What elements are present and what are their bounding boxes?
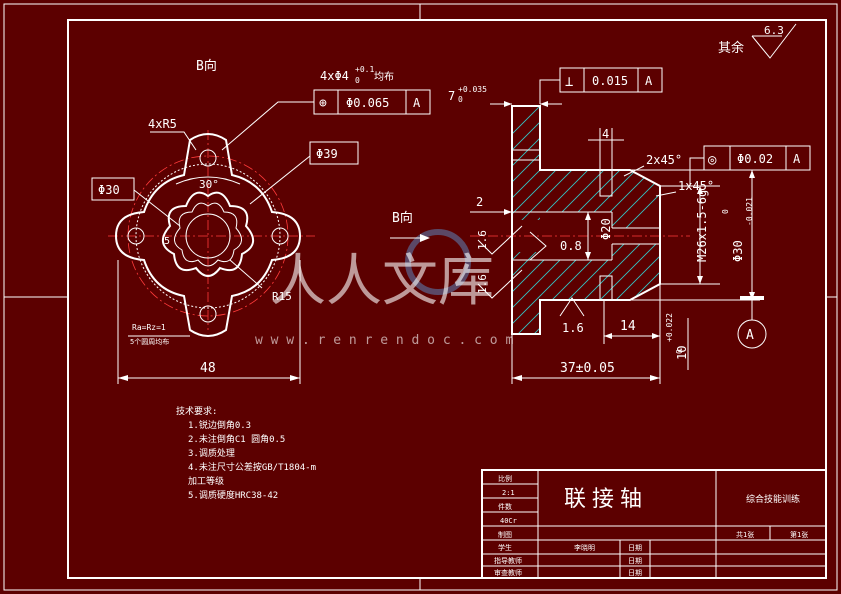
side-note: 5个圆周均布	[130, 337, 169, 346]
concentric-tol-datum: A	[793, 152, 801, 166]
radius-15-label: R15	[272, 290, 292, 303]
dia-30-tol-upper: 0	[721, 209, 730, 214]
tech-item-5: 加工等级	[188, 475, 224, 487]
view-arrow-label: B向	[392, 210, 413, 226]
concentric-tol-value: Φ0.02	[737, 152, 773, 166]
holes-note-prefix: 4xΦ4	[320, 69, 349, 83]
tech-item-3: 3.调质处理	[188, 447, 235, 459]
dim-10: 10	[675, 346, 689, 360]
dia-20: Φ20	[599, 218, 613, 240]
dia-39-label: Φ39	[316, 147, 338, 161]
holes-tol-upper: +0.1	[355, 65, 374, 74]
position-tol-value: Φ0.065	[346, 96, 389, 110]
title-block: 比例 2:1 件数 40Cr 联接轴 综合技能训练 共1张 第1张 制图 学生 …	[481, 469, 827, 579]
dia-30-shaft: Φ30	[731, 240, 745, 262]
angle-label: 30°	[199, 178, 219, 191]
perp-tol-datum: A	[645, 74, 653, 88]
tech-title: 技术要求:	[176, 405, 217, 417]
dim-10-tol-lower: 0	[675, 349, 684, 354]
dim-14: 14	[620, 319, 636, 334]
perpendicularity-frame: ⊥ 0.015 A	[539, 67, 663, 104]
row-label-2: 学生	[498, 543, 512, 552]
row-name-2: 李晓明	[574, 543, 595, 552]
row-date-2: 日期	[628, 544, 642, 552]
material: 40Cr	[500, 517, 517, 525]
dim-10-tol-upper: +0.022	[665, 313, 674, 342]
school-name: 综合技能训练	[746, 493, 800, 505]
radius-5-label: 5	[164, 236, 170, 247]
tech-item-1: 1.锐边倒角0.3	[188, 419, 251, 431]
sheet-frame	[3, 3, 838, 591]
position-tolerance-frame: ⊕ Φ0.065 A	[313, 89, 431, 115]
keyway-tol-lower: 0	[458, 95, 463, 104]
rough-16a: 1.6	[476, 230, 489, 250]
sheet-no: 第1张	[790, 530, 808, 539]
part-name: 联接轴	[564, 487, 648, 512]
watermark-url: w w w . r e n r e n d o c . c o m	[255, 333, 513, 348]
dim-4: 4	[602, 127, 609, 141]
fillet-label: 4xR5	[148, 117, 177, 131]
row-date-4: 日期	[628, 569, 642, 577]
ratio-note: Ra=Rz=1	[132, 323, 166, 332]
width-dim: 48	[200, 361, 216, 376]
watermark-text: 人人文库	[270, 249, 494, 314]
rough-16b: 1.6	[476, 274, 489, 294]
scale-value: 2:1	[502, 489, 515, 497]
holes-tol-lower: 0	[355, 76, 360, 85]
chamfer-2x45: 2x45°	[646, 153, 682, 167]
dia-30-tol-lower: -0.021	[745, 197, 754, 226]
concentric-tol-icon: ◎	[708, 152, 717, 168]
row-date-3: 日期	[628, 557, 642, 565]
roughness-rest-value: 6.3	[764, 24, 784, 37]
perp-tol-value: 0.015	[592, 74, 628, 88]
roughness-rest: 其余 6.3	[718, 23, 797, 59]
dia-30-label: Φ30	[98, 183, 120, 197]
tech-item-6: 5.调质硬度HRC38-42	[188, 489, 278, 501]
sheet-total: 共1张	[736, 530, 754, 539]
keyway-tol-upper: +0.035	[458, 85, 487, 94]
scale-label: 比例	[498, 474, 512, 483]
position-tol-icon: ⊕	[319, 96, 327, 111]
thread-label: M26x1.5-6g	[695, 190, 709, 262]
length-dim: 37±0.05	[560, 361, 615, 376]
rough-08: 0.8	[560, 239, 582, 253]
holes-note-suffix: 均布	[374, 71, 394, 83]
watermark: 人人文库 w w w . r e n r e n d o c . c o m	[255, 229, 513, 348]
row-label-3: 指导教师	[494, 556, 522, 565]
section-view: B向	[390, 67, 811, 384]
row-label-4: 审查教师	[494, 568, 522, 577]
perp-tol-icon: ⊥	[565, 74, 573, 90]
row-label-0: 制图	[498, 530, 512, 539]
left-view: B向 4xΦ4 +0.1 0 均布 ⊕ Φ0.065 A 4xR5	[91, 58, 431, 384]
datum-a: A	[746, 328, 754, 343]
rough-16c: 1.6	[562, 321, 584, 335]
count-label: 件数	[498, 502, 512, 511]
view-label: B向	[196, 58, 217, 74]
keyway-dim: 7	[448, 89, 455, 103]
roughness-rest-label: 其余	[718, 40, 744, 56]
tech-item-2: 2.未注倒角C1 圆角0.5	[188, 433, 285, 445]
dim-2: 2	[476, 195, 483, 209]
tech-item-4: 4.未注尺寸公差按GB/T1804-m	[188, 461, 316, 473]
tech-requirements: 技术要求: 1.锐边倒角0.3 2.未注倒角C1 圆角0.5 3.调质处理 4.…	[176, 405, 316, 501]
position-tol-datum: A	[413, 96, 421, 110]
